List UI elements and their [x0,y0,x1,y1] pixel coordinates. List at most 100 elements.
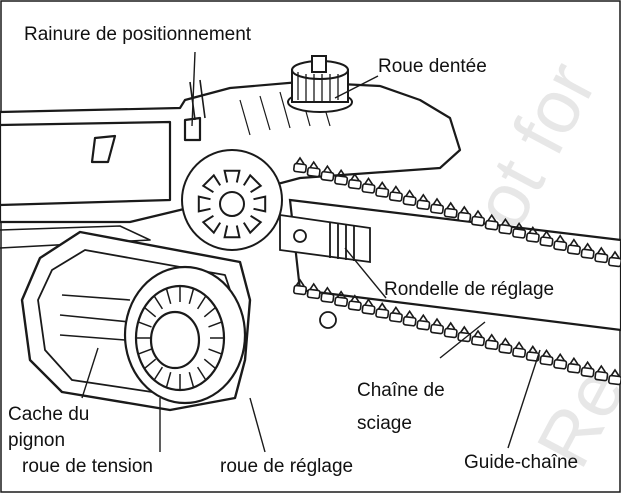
chain-link [416,319,431,331]
chain-cutter [500,337,511,346]
label-tension-wheel: roue de tension [22,456,153,477]
chain-link [525,351,540,362]
label-adjusting-wheel: roue de réglage [220,456,354,477]
chain-cutter [391,185,401,194]
chain-cutter [459,325,469,334]
chain-cutter [363,176,374,185]
label-sprocket-cover-line1: Cache du [8,404,90,425]
chain-cutter [295,156,305,165]
chain-cutter [309,282,319,291]
chain-cutter [582,242,593,251]
chain-cutter [596,246,606,255]
chain-link [498,224,513,235]
chain-link [443,327,458,339]
chain-link [457,331,472,343]
chain-link [402,195,417,206]
chain-cutter [446,321,456,330]
chain-cutter [363,298,374,307]
chain-cutter [418,313,428,322]
label-chain-guide: Guide-chaîne [464,452,579,473]
chain-cutter [596,364,606,373]
label-saw-chain-line2: sciage [357,413,412,434]
chain-link [553,359,568,370]
chain-cutter [487,333,497,342]
chain-cutter [610,250,620,259]
chain-link [607,256,621,268]
chain-link [347,300,362,311]
saw-chain-lower [292,278,621,386]
chain-cutter [350,294,360,303]
guide-bar [288,198,621,332]
chain-link [580,366,595,378]
label-sprocket: Roue dentée [378,56,487,77]
label-saw-chain-line1: Chaîne de [357,380,445,401]
chain-link [512,347,527,358]
sprocket-wheel [181,149,283,251]
chain-cutter [336,290,346,299]
chain-cutter [555,352,565,361]
chain-link [457,211,472,223]
chain-link [594,370,609,382]
chain-link [470,215,486,227]
chain-link [388,312,403,323]
chain-cutter [446,201,456,210]
chain-link [375,308,390,319]
chain-link [347,179,362,190]
chain-cutter [514,221,524,230]
chain-cutter [350,172,360,181]
chain-link [361,183,376,194]
chain-cutter [582,360,593,369]
chain-cutter [459,205,469,214]
chain-cutter [487,213,497,222]
chain-cutter [404,189,415,198]
chain-link [566,363,581,374]
chain-link [443,207,458,219]
chain-cutter [514,341,524,350]
chain-link [607,374,621,386]
chain-link [470,335,486,347]
chain-cutter [336,168,346,177]
chain-link [525,232,540,243]
oil-cap [287,55,353,113]
chain-link [320,292,335,304]
chain-link [334,175,349,186]
chain-link [416,199,431,211]
chain-cutter [391,305,401,314]
chain-cutter [404,309,415,318]
chain-link [566,244,581,255]
chain-cutter [295,278,305,287]
chain-link [334,296,349,307]
label-positioning-groove: Rainure de positionnement [24,24,252,45]
chain-cutter [377,181,387,189]
chain-cutter [418,193,428,202]
chain-cutter [473,209,483,218]
chain-link [594,252,609,264]
chain-cutter [432,317,442,326]
chain-cutter [555,234,565,243]
chain-link [306,166,321,178]
leader-lines [81,51,541,453]
chain-link [498,343,513,354]
chain-link [388,191,403,202]
chain-link [429,323,445,335]
chain-cutter [473,329,483,338]
chain-cutter [569,356,579,365]
chain-link [553,240,568,251]
chain-cutter [569,238,579,247]
chain-cutter [528,226,538,234]
chain-link [375,187,390,198]
chain-link [292,162,308,174]
chain-link [484,339,499,351]
chain-cutter [541,230,552,239]
chain-link [361,304,376,315]
chain-cutter [309,160,319,169]
chain-link [539,236,554,247]
chain-link [539,355,554,366]
label-adjusting-washer: Rondelle de réglage [384,279,555,300]
chain-link [429,203,445,215]
tension-wheel [123,265,247,405]
chain-cutter [541,348,552,357]
chain-link [320,170,335,182]
chain-cutter [432,197,442,206]
chain-cutter [377,302,387,310]
